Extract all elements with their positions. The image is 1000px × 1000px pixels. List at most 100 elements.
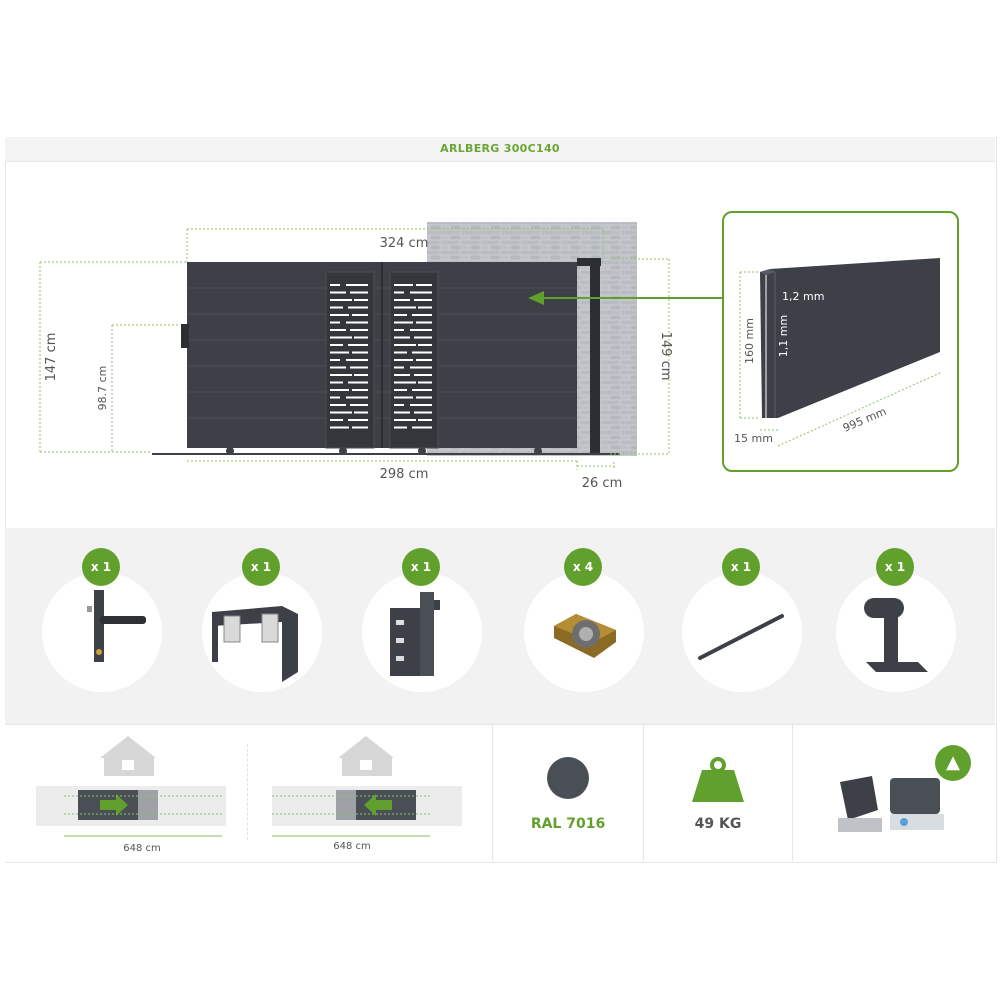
post-width-label: 26 cm xyxy=(582,476,623,491)
profile-wall-inner-label: 1,1 mm xyxy=(777,315,790,357)
accessory-qty: x 4 xyxy=(564,548,602,586)
panel-slot xyxy=(330,389,349,391)
accessory-qty: x 1 xyxy=(722,548,760,586)
opening-width-label: 648 cm xyxy=(333,841,371,852)
panel-slot xyxy=(394,291,404,294)
color-swatch xyxy=(547,757,589,799)
panel-slot xyxy=(410,329,432,331)
panel-slot xyxy=(346,284,368,286)
panel-slot xyxy=(412,389,432,391)
panel-slot xyxy=(394,351,407,354)
motor-icon xyxy=(838,776,944,832)
panel-slot xyxy=(330,351,349,354)
panel-slot xyxy=(330,306,343,309)
panel-slot xyxy=(330,404,346,406)
accessory-item-guide: x 1 xyxy=(202,548,322,692)
panel-slot xyxy=(410,366,432,369)
panel-slot xyxy=(330,329,346,331)
panel-slot xyxy=(394,314,407,316)
profile-depth-label: 15 mm xyxy=(734,432,773,445)
panel-slot xyxy=(354,411,368,414)
panel-slot xyxy=(412,314,432,316)
panel-slot xyxy=(354,299,368,301)
panel-slot xyxy=(412,351,432,354)
accessory-qty: x 1 xyxy=(876,548,914,586)
panel-slot xyxy=(330,396,340,399)
panel-slot xyxy=(354,336,368,339)
house-icon xyxy=(338,736,394,776)
panel-slot xyxy=(348,306,368,309)
panel-slot xyxy=(418,344,432,346)
panel-slot xyxy=(414,411,432,414)
panel-slot xyxy=(416,396,432,399)
panel-slot xyxy=(418,381,432,384)
panel-slot xyxy=(418,306,432,309)
panel-slot xyxy=(350,329,368,331)
panel-slot xyxy=(394,321,413,324)
panel-slot xyxy=(330,411,352,414)
product-title: ARLBERG 300C140 xyxy=(440,142,560,155)
gate-diagram: 324 cm 298 cm 26 cm 147 cm 98.7 cm 149 c… xyxy=(39,211,959,491)
panel-slot xyxy=(414,374,432,376)
panel-slot xyxy=(394,359,413,361)
accessory-item-handle: x 1 xyxy=(42,548,162,692)
panel-slot xyxy=(416,359,432,361)
panel-slot xyxy=(350,291,368,294)
handle-lock-icon xyxy=(87,590,146,662)
arrow-left-icon xyxy=(364,794,392,816)
total-width-label: 324 cm xyxy=(380,236,429,251)
panel-slot xyxy=(330,381,343,384)
title-bar: ARLBERG 300C140 xyxy=(5,137,995,162)
arrow-right-icon xyxy=(100,794,128,816)
pointer-arrow-icon xyxy=(528,291,544,305)
handle-height-label: 98.7 cm xyxy=(96,366,109,411)
height-left-label: 147 cm xyxy=(44,333,59,382)
panel-slot xyxy=(412,426,432,429)
height-right-label: 149 cm xyxy=(658,332,673,381)
panel-slot xyxy=(330,344,343,346)
panel-slot xyxy=(330,291,346,294)
panel-slot xyxy=(394,284,413,286)
panel-slot xyxy=(346,396,368,399)
panel-slot xyxy=(330,366,346,369)
panel-slot xyxy=(394,396,413,399)
panel-slot xyxy=(394,426,407,429)
panel-slot xyxy=(346,321,368,324)
profile-slat xyxy=(760,258,940,418)
panel-slot xyxy=(352,389,368,391)
gate-panel xyxy=(152,258,620,455)
thumbs-up-icon: ▲ xyxy=(935,745,971,781)
panel-slot xyxy=(394,374,410,376)
panel-slot xyxy=(330,314,349,316)
panel-slot xyxy=(352,351,368,354)
panel-slot xyxy=(354,374,368,376)
accessory-item-rail: x 1 xyxy=(682,548,802,692)
house-icon xyxy=(100,736,156,776)
panel-slot xyxy=(394,336,410,339)
wheel-icon xyxy=(554,614,616,658)
latch-bracket-icon xyxy=(390,592,440,676)
panel-slot xyxy=(394,366,404,369)
panel-slot xyxy=(330,284,340,286)
accessory-qty: x 1 xyxy=(82,548,120,586)
panel-slot xyxy=(394,381,416,384)
profile-wall-outer-label: 1,2 mm xyxy=(782,290,824,303)
panel-slot xyxy=(330,359,340,361)
panel-slot xyxy=(330,299,352,301)
opening-diagram-left: 648 cm xyxy=(272,736,462,852)
guide-roller-icon xyxy=(212,606,298,682)
panel-slot xyxy=(394,299,410,301)
panel-slot xyxy=(348,419,368,421)
panel-slot xyxy=(350,366,368,369)
profile-height-label: 160 mm xyxy=(743,318,756,364)
opening-diagram-right: 648 cm xyxy=(36,736,226,854)
panel-slot xyxy=(394,404,404,406)
panel-slot xyxy=(410,291,432,294)
weight-label: 49 KG xyxy=(694,816,742,832)
panel-slot xyxy=(352,314,368,316)
accessory-item-latch: x 1 xyxy=(362,548,482,692)
gate-width-label: 298 cm xyxy=(380,467,429,482)
panel-slot xyxy=(330,321,340,324)
panel-slot xyxy=(416,284,432,286)
panel-slot xyxy=(394,411,410,414)
